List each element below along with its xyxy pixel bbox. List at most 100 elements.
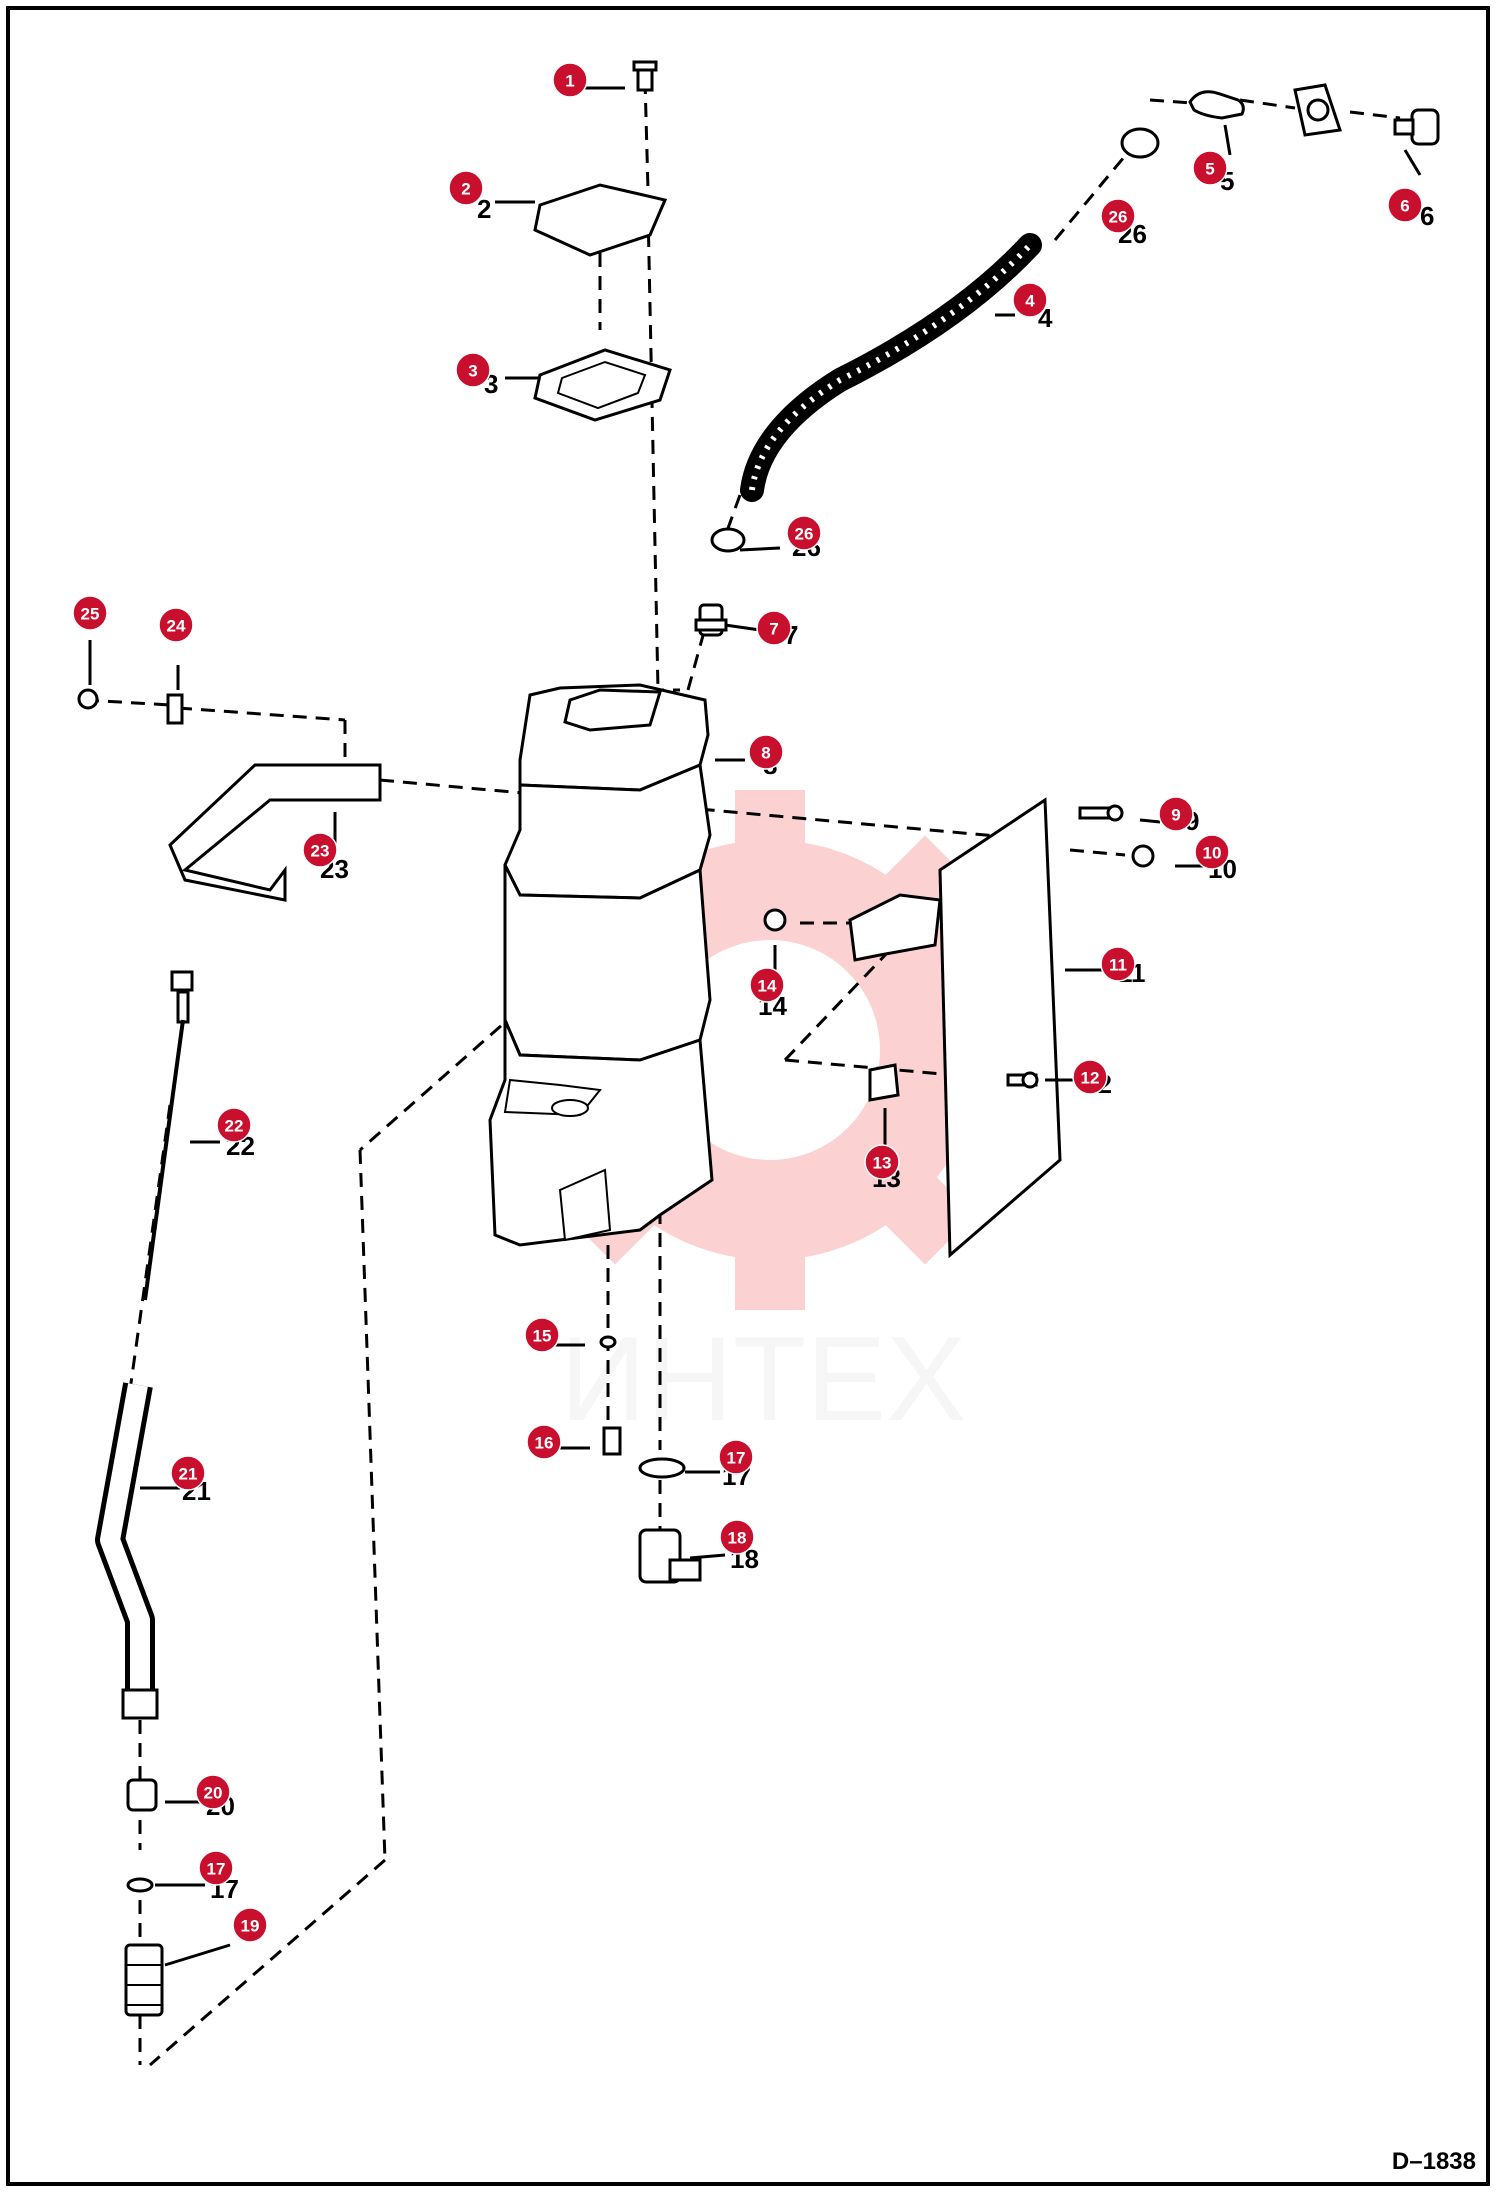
callout-badge-label: 10 <box>1203 844 1222 863</box>
callout-badge-label: 25 <box>81 605 100 624</box>
part-10-nut <box>1131 844 1155 868</box>
callout-badge-circle <box>786 515 822 551</box>
callout-badge-label: 1 <box>565 72 574 91</box>
callout-badge-21: 21 <box>170 1455 206 1491</box>
part-5-elbow-fitting <box>1188 90 1245 120</box>
callout-badge-19: 19 <box>232 1907 268 1943</box>
callout-badge-circle <box>756 610 792 646</box>
callout-badge-label: 8 <box>761 744 770 763</box>
callout-badge-11: 11 <box>1100 946 1136 982</box>
callout-badge-26: 26 <box>1100 198 1136 234</box>
callout-badge-label: 11 <box>1109 956 1127 975</box>
callout-badge-circle <box>455 352 491 388</box>
part-4-hose <box>740 233 1042 502</box>
callout-badge-10: 10 <box>1194 834 1230 870</box>
callout-badge-circle <box>158 607 194 643</box>
tube-nut <box>121 1688 159 1720</box>
callout-badge-4: 4 <box>1012 282 1048 318</box>
callout-badge-label: 26 <box>1109 208 1128 227</box>
part-11-mounting-plate <box>938 797 1062 1259</box>
callout-badge-circle <box>749 967 785 1003</box>
callout-badge-label: 26 <box>795 525 814 544</box>
breather-bracket <box>1293 83 1342 137</box>
callout-badge-circle <box>864 1144 900 1180</box>
callout-badge-2: 2 <box>448 170 484 206</box>
callout-badge-label: 14 <box>758 977 777 996</box>
callout-badge-circle <box>1158 796 1194 832</box>
callout-badge-17-3: 17 <box>198 1850 234 1886</box>
callout-badge-8: 8 <box>748 734 784 770</box>
callout-badge-label: 23 <box>311 842 330 861</box>
callout-badge-18: 18 <box>719 1519 755 1555</box>
callout-badge-label: 19 <box>241 1917 260 1936</box>
callout-badge-circle <box>1194 834 1230 870</box>
part-2-cover-plate <box>533 183 668 257</box>
part-13-clip <box>868 1063 900 1102</box>
part-22-dipstick <box>143 970 194 1301</box>
callout-badge-circle <box>302 832 338 868</box>
callout-badge-17: 17 <box>718 1439 754 1475</box>
callout-badge-label: 6 <box>1400 197 1409 216</box>
callout-badge-label: 21 <box>179 1465 198 1484</box>
callout-badge-circle <box>1100 198 1136 234</box>
callout-badge-label: 24 <box>167 617 186 636</box>
callout-badge-26-2: 26 <box>786 515 822 551</box>
callout-badge-label: 17 <box>207 1860 226 1879</box>
printed-number-6: 6 <box>1420 201 1434 231</box>
part-20-fitting <box>126 1778 158 1812</box>
callout-badge-circle <box>524 1317 560 1353</box>
plate-bracket <box>848 893 942 962</box>
part-14-nut <box>763 908 787 932</box>
callout-badge-16: 16 <box>526 1424 562 1460</box>
part-7-fitting <box>694 603 728 637</box>
callout-badge-13: 13 <box>864 1144 900 1180</box>
callout-badge-label: 4 <box>1025 292 1035 311</box>
parts <box>77 60 1440 2017</box>
callout-badge-circle <box>718 1439 754 1475</box>
part-6-breather-cap <box>1393 108 1440 146</box>
callout-badge-label: 20 <box>204 1784 223 1803</box>
callout-badge-1: 1 <box>552 62 588 98</box>
callout-badge-23: 23 <box>302 832 338 868</box>
callout-badge-15: 15 <box>524 1317 560 1353</box>
part-12-screw <box>1006 1071 1039 1089</box>
callout-badge-label: 22 <box>225 1117 244 1136</box>
callout-badge-label: 12 <box>1081 1069 1100 1088</box>
callout-badge-circle <box>198 1850 234 1886</box>
callout-badge-label: 18 <box>728 1529 747 1548</box>
callout-badge-5: 5 <box>1192 150 1228 186</box>
callout-badge-circle <box>1100 946 1136 982</box>
part-17-o-ring-lower <box>126 1877 154 1893</box>
callout-badge-label: 17 <box>727 1449 746 1468</box>
part-19-strainer <box>124 1943 164 2017</box>
watermark-text: ИНТЕХ <box>560 1312 966 1446</box>
callout-badge-circle <box>1072 1059 1108 1095</box>
part-26-clamp-lower <box>710 527 746 553</box>
callout-badge-9: 9 <box>1158 796 1194 832</box>
callout-badge-24: 24 <box>158 607 194 643</box>
callout-badge-circle <box>1012 282 1048 318</box>
callout-badge-7: 7 <box>756 610 792 646</box>
callout-badge-label: 2 <box>461 180 470 199</box>
part-15-o-ring <box>599 1335 617 1349</box>
diagram-frame <box>6 6 1490 2186</box>
callout-badge-6: 6 <box>1387 187 1423 223</box>
part-26-clamp-upper <box>1120 127 1160 159</box>
part-9-screw <box>1078 804 1124 822</box>
drawing-code: D–1838 <box>1391 2148 1476 2175</box>
printed-number-2: 2 <box>477 194 491 224</box>
callout-badge-circle <box>552 62 588 98</box>
callout-badge-label: 16 <box>535 1434 554 1453</box>
callout-badge-circle <box>216 1107 252 1143</box>
callout-badge-circle <box>72 595 108 631</box>
callout-badge-circle <box>170 1455 206 1491</box>
part-1-bolt <box>632 60 658 92</box>
callout-badge-label: 13 <box>873 1154 892 1173</box>
part-24-washer <box>166 693 184 725</box>
callout-badge-25: 25 <box>72 595 108 631</box>
callout-badge-circle <box>1192 150 1228 186</box>
callout-badge-circle <box>448 170 484 206</box>
callout-badge-circle <box>195 1774 231 1810</box>
callout-badge-22: 22 <box>216 1107 252 1143</box>
part-23-strap <box>168 763 382 902</box>
